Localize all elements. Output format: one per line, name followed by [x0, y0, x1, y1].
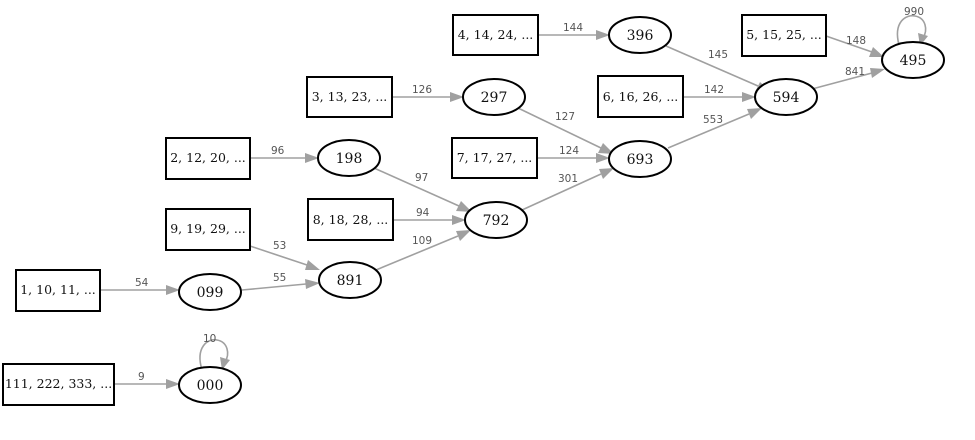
- ellipse-node-label: 495: [900, 53, 927, 69]
- box-node-6: 6, 16, 26, ...: [597, 75, 684, 118]
- ellipse-node-label: 693: [627, 152, 654, 168]
- ellipse-node-693: 693: [608, 140, 672, 178]
- box-node-label: 8, 18, 28, ...: [313, 212, 389, 227]
- edge-n099-n891: 55: [241, 272, 320, 291]
- ellipse-node-label: 396: [627, 28, 654, 44]
- box-node-label: 7, 17, 27, ...: [457, 150, 533, 165]
- box-node-8: 8, 18, 28, ...: [307, 198, 394, 241]
- ellipse-node-099: 099: [178, 273, 242, 311]
- edge-label: 97: [415, 172, 428, 184]
- edge-label: 148: [846, 35, 866, 47]
- box-node-label: 4, 14, 24, ...: [458, 27, 534, 42]
- edge-label: 553: [703, 114, 723, 126]
- edge-n495-self: 990: [896, 6, 928, 46]
- ellipse-node-594: 594: [754, 78, 818, 116]
- ellipse-node-000: 000: [178, 366, 242, 404]
- ellipse-node-label: 000: [197, 378, 224, 394]
- edge-label: 96: [271, 145, 285, 157]
- ellipse-node-891: 891: [318, 261, 382, 299]
- ellipse-node-label: 099: [197, 285, 224, 301]
- edge-n891-n792: 109: [375, 230, 471, 271]
- edge-b2-n198: 96: [250, 145, 319, 163]
- edge-label: 127: [555, 111, 575, 123]
- box-node-3: 3, 13, 23, ...: [306, 76, 393, 118]
- edge-n198-n792: 97: [373, 167, 472, 212]
- edge-b111-n000: 9: [114, 371, 180, 389]
- box-node-label: 9, 19, 29, ...: [170, 221, 246, 236]
- box-node-label: 6, 16, 26, ...: [603, 89, 679, 104]
- box-node-7: 7, 17, 27, ...: [451, 137, 538, 179]
- ellipse-node-label: 792: [483, 213, 510, 229]
- ellipse-node-label: 891: [337, 273, 364, 289]
- box-node-label: 1, 10, 11, ...: [20, 282, 96, 297]
- box-node-label: 5, 15, 25, ...: [746, 27, 822, 42]
- ellipse-node-495: 495: [881, 41, 945, 79]
- edge-label: 53: [273, 240, 286, 252]
- edge-label: 124: [559, 145, 579, 157]
- ellipse-node-label: 594: [773, 90, 800, 106]
- edge-b9-n891: 53: [249, 240, 320, 270]
- box-node-111: 111, 222, 333, ...: [2, 363, 115, 406]
- edge-label: 9: [138, 371, 145, 383]
- ellipse-node-297: 297: [462, 78, 526, 116]
- edge-b4-n396: 144: [538, 22, 610, 40]
- edge-n792-n693: 301: [521, 168, 614, 211]
- edge-label: 109: [412, 235, 432, 247]
- edge-label: 990: [904, 6, 924, 18]
- edge-n297-n693: 127: [517, 107, 614, 154]
- box-node-9: 9, 19, 29, ...: [165, 208, 251, 251]
- edge-b8-n792: 94: [393, 207, 466, 225]
- edge-label: 144: [563, 22, 583, 34]
- edge-b5-n495: 148: [825, 35, 884, 57]
- edge-label: 841: [845, 66, 865, 78]
- edge-b7-n693: 124: [537, 145, 610, 163]
- edge-label: 94: [416, 207, 430, 219]
- edge-b6-n594: 142: [683, 84, 756, 102]
- ellipse-node-label: 297: [481, 90, 508, 106]
- ellipse-node-198: 198: [317, 139, 381, 177]
- box-node-2: 2, 12, 20, ...: [165, 137, 251, 180]
- edge-n000-self: 10: [199, 333, 230, 371]
- box-node-label: 2, 12, 20, ...: [170, 150, 246, 165]
- edge-b3-n297: 126: [392, 84, 464, 102]
- edge-n594-n495: 841: [811, 66, 885, 90]
- edge-label: 301: [558, 173, 578, 185]
- box-node-4: 4, 14, 24, ...: [452, 14, 539, 56]
- edge-b1-n099: 54: [100, 277, 180, 295]
- ellipse-node-396: 396: [608, 16, 672, 54]
- box-node-5: 5, 15, 25, ...: [741, 14, 827, 57]
- edge-label: 142: [704, 84, 724, 96]
- edge-label: 10: [203, 333, 216, 345]
- box-node-label: 3, 13, 23, ...: [312, 89, 388, 104]
- edge-label: 55: [273, 272, 286, 284]
- ellipse-node-792: 792: [464, 201, 528, 239]
- box-node-label: 111, 222, 333, ...: [5, 376, 112, 391]
- ellipse-node-label: 198: [336, 151, 363, 167]
- edge-n693-n594: 553: [667, 108, 762, 149]
- edge-label: 145: [708, 49, 728, 61]
- box-node-1: 1, 10, 11, ...: [15, 269, 101, 312]
- edge-label: 54: [135, 277, 149, 289]
- edge-label: 126: [412, 84, 432, 96]
